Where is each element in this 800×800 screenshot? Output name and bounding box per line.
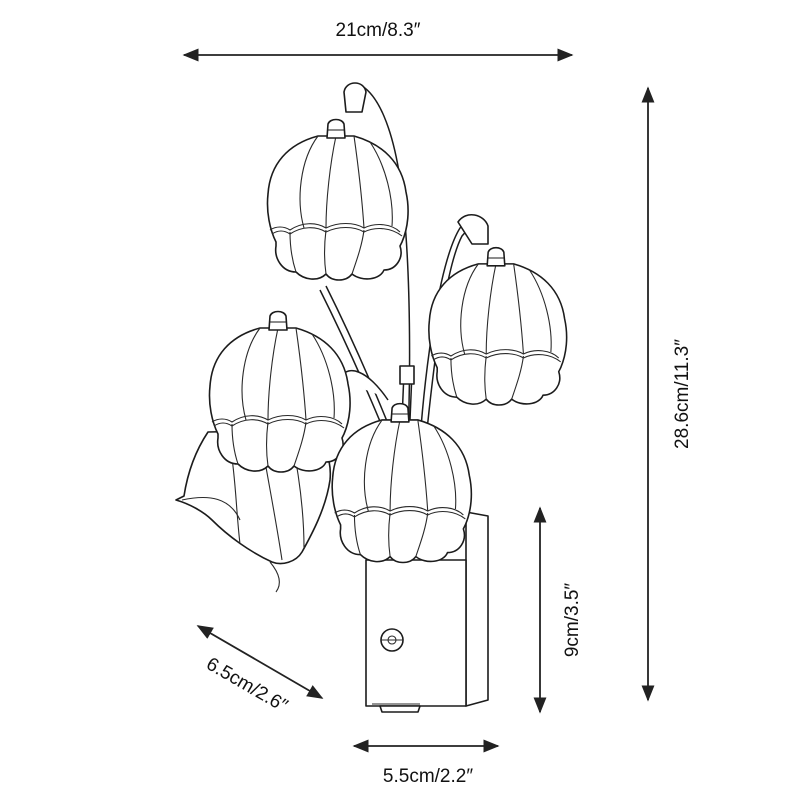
backplate bbox=[365, 511, 489, 713]
backplate-height-label: 9cm/3.5″ bbox=[562, 583, 583, 658]
sconce-drawing bbox=[175, 82, 568, 713]
rotary-knob-icon bbox=[380, 628, 404, 652]
depth-label: 6.5cm/2.6″ bbox=[202, 654, 291, 717]
backplate-width-label: 5.5cm/2.2″ bbox=[383, 766, 473, 787]
backplate-width-dimension: 5.5cm/2.2″ bbox=[352, 739, 500, 787]
height-dimension: 28.6cm/11.3″ bbox=[641, 86, 693, 702]
tulip-shade-bottom bbox=[331, 402, 473, 564]
tulip-shade-left bbox=[208, 310, 351, 473]
backplate-height-dimension: 9cm/3.5″ bbox=[533, 506, 583, 714]
depth-dimension: 6.5cm/2.6″ bbox=[196, 625, 324, 717]
height-label: 28.6cm/11.3″ bbox=[672, 339, 693, 449]
width-label: 21cm/8.3″ bbox=[336, 20, 421, 41]
width-dimension: 21cm/8.3″ bbox=[182, 20, 574, 62]
depth-arrow bbox=[196, 625, 324, 699]
